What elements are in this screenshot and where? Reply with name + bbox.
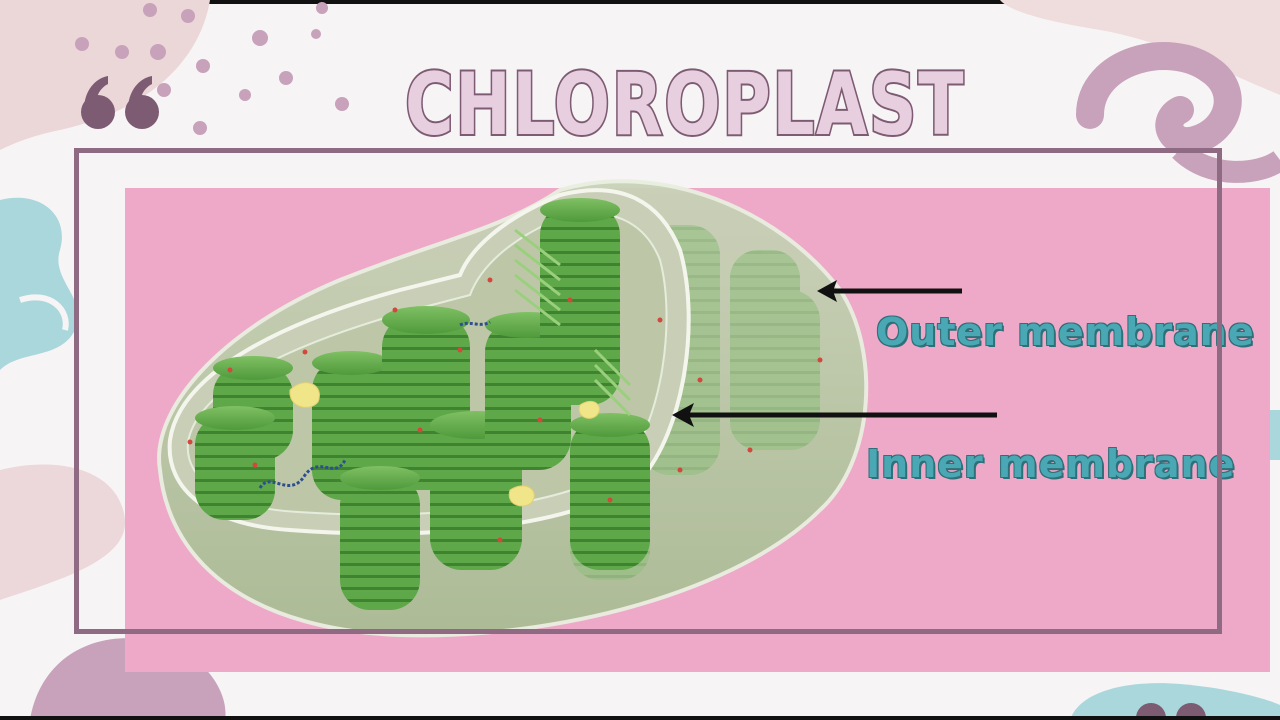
outer-membrane-label: Outer membrane xyxy=(876,310,1255,354)
outer-membrane-arrow-icon xyxy=(817,280,962,302)
bottom-border xyxy=(0,716,1280,720)
page-title-text: CHLOROPLAST xyxy=(405,55,965,146)
inner-membrane-label: Inner membrane xyxy=(866,442,1236,486)
top-border xyxy=(0,0,1280,4)
diagram-frame xyxy=(74,148,1222,634)
opening-quote-icon xyxy=(81,76,159,129)
closing-dots-icon xyxy=(1136,703,1206,720)
inner-membrane-arrow-icon xyxy=(672,403,997,427)
page-title: CHLOROPLAST xyxy=(395,36,975,146)
